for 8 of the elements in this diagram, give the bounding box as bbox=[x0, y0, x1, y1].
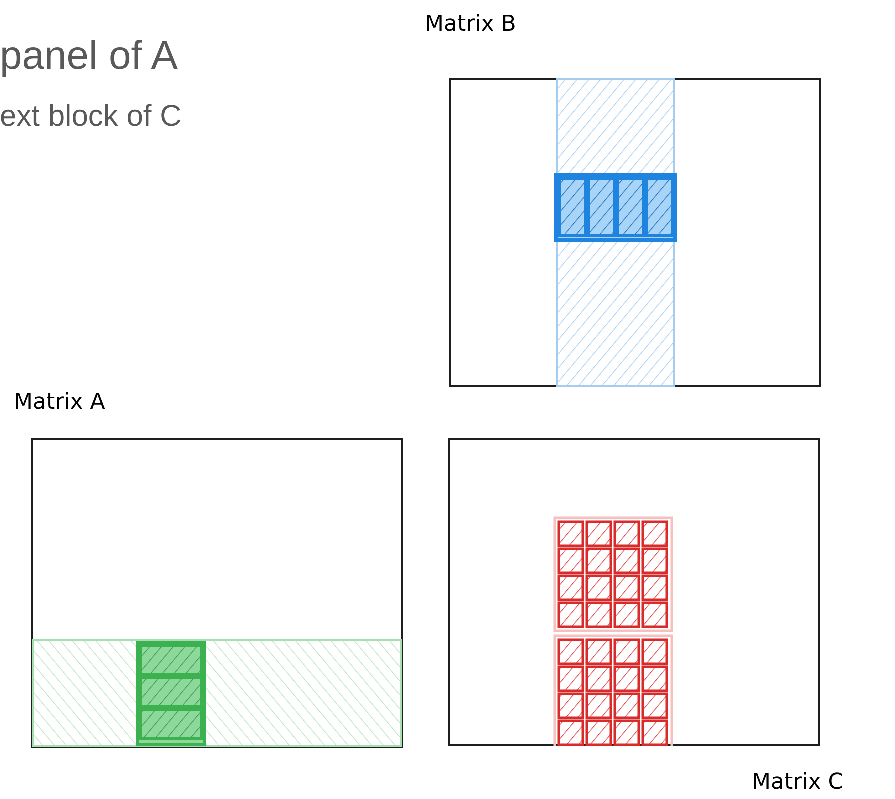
matrix-title: Matrix A bbox=[14, 389, 106, 417]
note-text: ext block of C bbox=[0, 102, 182, 132]
matrix-box bbox=[31, 438, 403, 748]
matrix-box bbox=[449, 78, 821, 387]
matrix-title: Matrix B bbox=[425, 11, 516, 39]
matrix-box bbox=[448, 438, 820, 746]
matrix-title: Matrix C bbox=[752, 769, 844, 797]
note-text: panel of A bbox=[0, 36, 178, 76]
